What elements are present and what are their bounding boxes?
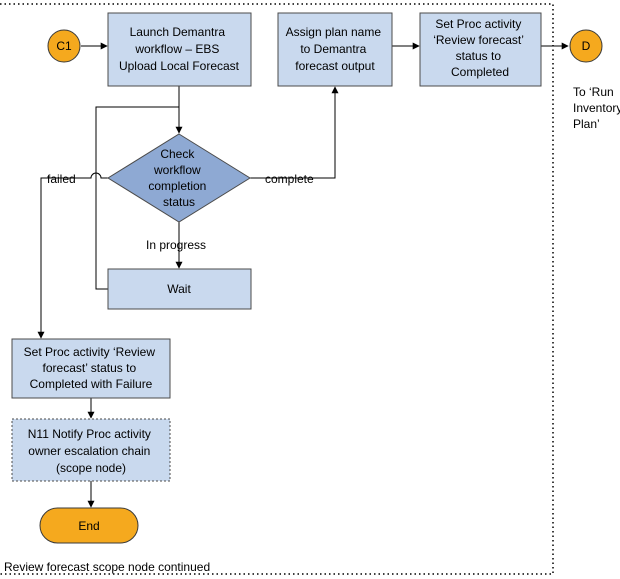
svg-text:Check workflow com: Check workflow completion status xyxy=(148,147,209,209)
svg-text:Set Proc activity ‘Revie: Set Proc activity ‘Review forecast’ stat… xyxy=(433,17,527,79)
box-assign-plan-name: Assign plan name to Demantra forecast ou… xyxy=(277,12,393,87)
notify-line-2: owner escalation chain xyxy=(28,444,150,458)
failure-line-3: Completed with Failure xyxy=(30,377,153,391)
label-complete: complete xyxy=(265,172,314,186)
edge-check-failed xyxy=(37,172,108,339)
connector-c1: C1 xyxy=(47,29,81,63)
svg-text:Set Proc activity ‘Review: Set Proc activity ‘Review forecast’ stat… xyxy=(24,345,159,391)
check-line-1: Check xyxy=(160,147,195,161)
edge-check-assign xyxy=(250,86,339,179)
box-wait: Wait xyxy=(107,268,252,310)
end-label: End xyxy=(78,519,99,533)
notify-line-3: (scope node) xyxy=(56,461,126,475)
set-completed-line-2: ‘Review forecast’ xyxy=(433,33,523,47)
connector-c1-label: C1 xyxy=(56,39,72,53)
check-line-4: status xyxy=(163,195,195,209)
box-set-completed: Set Proc activity ‘Review forecast’ stat… xyxy=(419,12,542,87)
assign-line-1: Assign plan name xyxy=(286,25,382,39)
connector-d: D xyxy=(569,29,603,63)
check-line-2: workflow xyxy=(153,163,201,177)
box-set-failure: Set Proc activity ‘Review forecast’ stat… xyxy=(11,338,171,399)
set-completed-line-3: status to xyxy=(456,49,502,63)
assign-line-2: to Demantra xyxy=(300,42,366,56)
edge-wait-loop xyxy=(95,106,179,290)
set-completed-line-1: Set Proc activity xyxy=(435,17,521,31)
decision-check-workflow: Check workflow completion status xyxy=(107,133,251,223)
svg-text:Assign plan name to Dema: Assign plan name to Demantra forecast ou… xyxy=(286,25,385,73)
scope-border xyxy=(0,3,554,575)
notify-line-1: N11 Notify Proc activity xyxy=(28,427,151,441)
failure-line-1: Set Proc activity ‘Review xyxy=(24,345,156,359)
to-run-inventory-plan-note: To ‘Run Inventory Plan’ xyxy=(573,85,620,131)
wait-label: Wait xyxy=(167,282,191,296)
terminator-end: End xyxy=(39,507,139,544)
launch-line-1: Launch Demantra xyxy=(130,25,226,39)
svg-text:Launch Demantra workflow: Launch Demantra workflow – EBS Upload Lo… xyxy=(119,25,240,73)
set-completed-line-4: Completed xyxy=(451,65,509,79)
launch-line-2: workflow – EBS xyxy=(134,42,219,56)
box-launch-demantra: Launch Demantra workflow – EBS Upload Lo… xyxy=(107,12,252,87)
svg-text:N11 Notify Proc activity: N11 Notify Proc activity owner escalatio… xyxy=(28,427,155,475)
assign-line-3: forecast output xyxy=(295,59,375,73)
check-line-3: completion xyxy=(148,179,206,193)
connector-d-label: D xyxy=(582,39,591,53)
footer-caption: Review forecast scope node continued xyxy=(4,560,210,574)
label-in-progress: In progress xyxy=(146,238,206,252)
failure-line-2: forecast’ status to xyxy=(43,361,137,375)
box-notify-escalation: N11 Notify Proc activity owner escalatio… xyxy=(11,418,171,482)
launch-line-3: Upload Local Forecast xyxy=(119,59,240,73)
label-failed: failed xyxy=(47,172,76,186)
